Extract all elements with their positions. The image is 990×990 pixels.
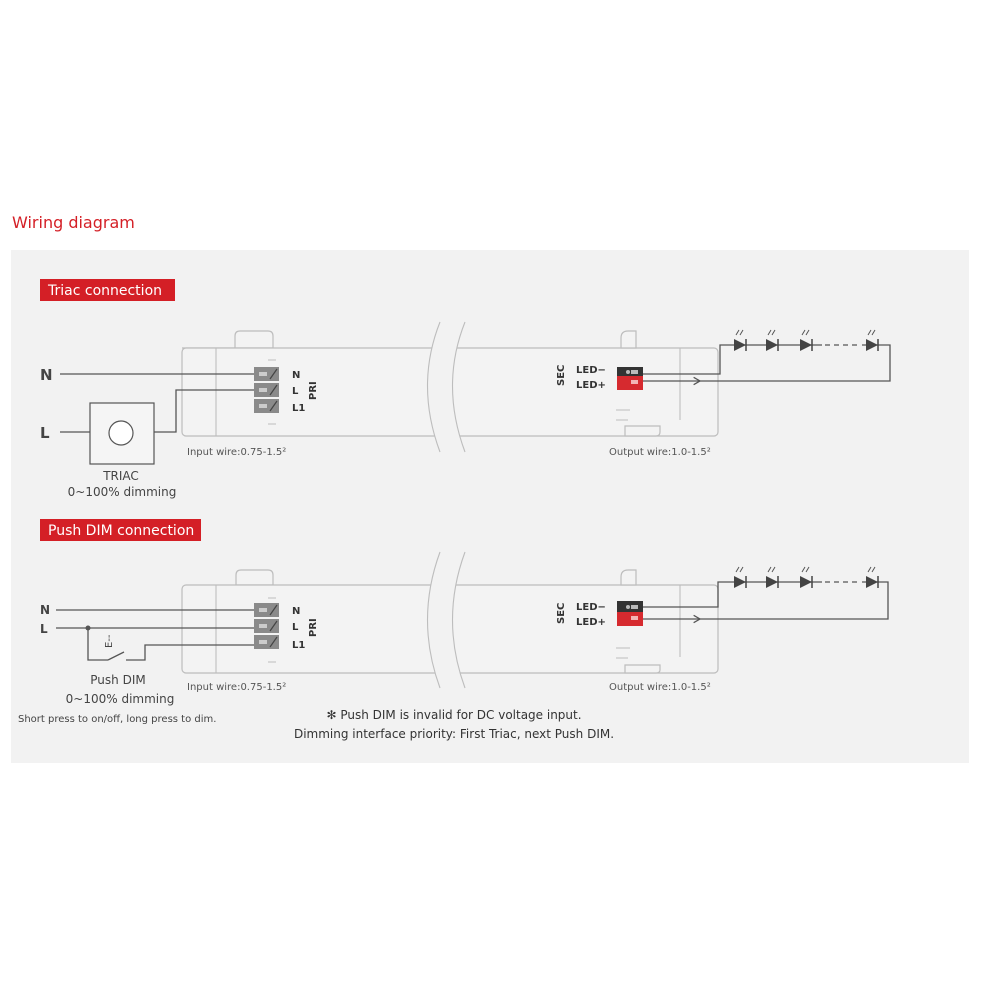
triac-input-wire-spec: Input wire:0.75-1.5² xyxy=(187,447,286,458)
triac-pri-terminal-block xyxy=(254,367,279,413)
pushdim-line-n-label: N xyxy=(40,603,50,617)
pushdim-output-wire-spec: Output wire:1.0-1.5² xyxy=(609,682,711,693)
pushdim-driver-housing xyxy=(181,551,719,689)
triac-led-string xyxy=(734,329,879,351)
triac-pri-l-label: L xyxy=(292,386,299,397)
led-icon xyxy=(800,329,813,351)
led-icon xyxy=(766,566,779,588)
triac-led-minus-label: LED− xyxy=(576,365,606,376)
triac-pri-label: PRI xyxy=(308,381,319,400)
pushdim-sec-terminal-block xyxy=(617,601,643,626)
led-icon xyxy=(734,329,747,351)
pushdim-tab-label: Push DIM connection xyxy=(48,523,194,539)
triac-tab xyxy=(40,279,175,301)
pushdim-sec-label: SEC xyxy=(556,603,567,624)
pushdim-section: Push DIM connection N xyxy=(18,519,889,741)
led-icon xyxy=(866,566,879,588)
led-icon xyxy=(800,566,813,588)
triac-dimmed-wire xyxy=(154,389,254,433)
led-icon xyxy=(766,329,779,351)
pushdim-led-minus-label: LED− xyxy=(576,602,606,613)
triac-tab-label: Triac connection xyxy=(47,283,162,299)
priority-note: Dimming interface priority: First Triac,… xyxy=(294,727,614,741)
diagram-panel xyxy=(11,250,969,763)
pushdim-led-string xyxy=(734,566,879,588)
triac-knob-icon xyxy=(108,420,134,446)
triac-pri-n-label: N xyxy=(292,370,300,381)
pushdim-usage-note: Short press to on/off, long press to dim… xyxy=(18,714,216,725)
led-icon xyxy=(734,566,747,588)
pushdim-pri-l-label: L xyxy=(292,622,299,633)
pushdim-pri-l1-label: L1 xyxy=(292,640,305,651)
pushdim-tab xyxy=(40,519,201,541)
pushdim-input-wire-spec: Input wire:0.75-1.5² xyxy=(187,682,286,693)
triac-line-l-label: L xyxy=(40,424,50,442)
triac-sec-terminal-block xyxy=(617,367,643,390)
pushdim-switch-symbol: E-- xyxy=(104,634,115,648)
pushdim-pri-label: PRI xyxy=(308,618,319,637)
triac-driver-housing xyxy=(181,321,719,453)
triac-sec-label: SEC xyxy=(556,365,567,386)
triac-device-desc: 0~100% dimming xyxy=(68,485,177,499)
page-title: Wiring diagram xyxy=(12,213,135,232)
pushdim-device-desc: 0~100% dimming xyxy=(66,692,175,706)
dc-input-note: ✻ Push DIM is invalid for DC voltage inp… xyxy=(326,708,581,722)
pushdim-line-l-label: L xyxy=(40,622,48,636)
pushdim-switch-contact xyxy=(107,651,125,661)
pushdim-pri-terminal-block xyxy=(254,603,279,649)
led-icon xyxy=(866,329,879,351)
triac-output-wire-spec: Output wire:1.0-1.5² xyxy=(609,447,711,458)
triac-pri-l1-label: L1 xyxy=(292,403,305,414)
pushdim-switch-feed-wire xyxy=(87,628,108,661)
triac-led-plus-label: LED+ xyxy=(576,380,606,391)
pushdim-pri-n-label: N xyxy=(292,606,300,617)
pushdim-switch-return-wire xyxy=(126,644,254,661)
pushdim-led-plus-label: LED+ xyxy=(576,617,606,628)
triac-line-n-label: N xyxy=(40,366,53,384)
triac-section: Triac connection xyxy=(40,279,891,499)
pushdim-device-name: Push DIM xyxy=(90,673,145,687)
triac-device-name: TRIAC xyxy=(102,469,139,483)
